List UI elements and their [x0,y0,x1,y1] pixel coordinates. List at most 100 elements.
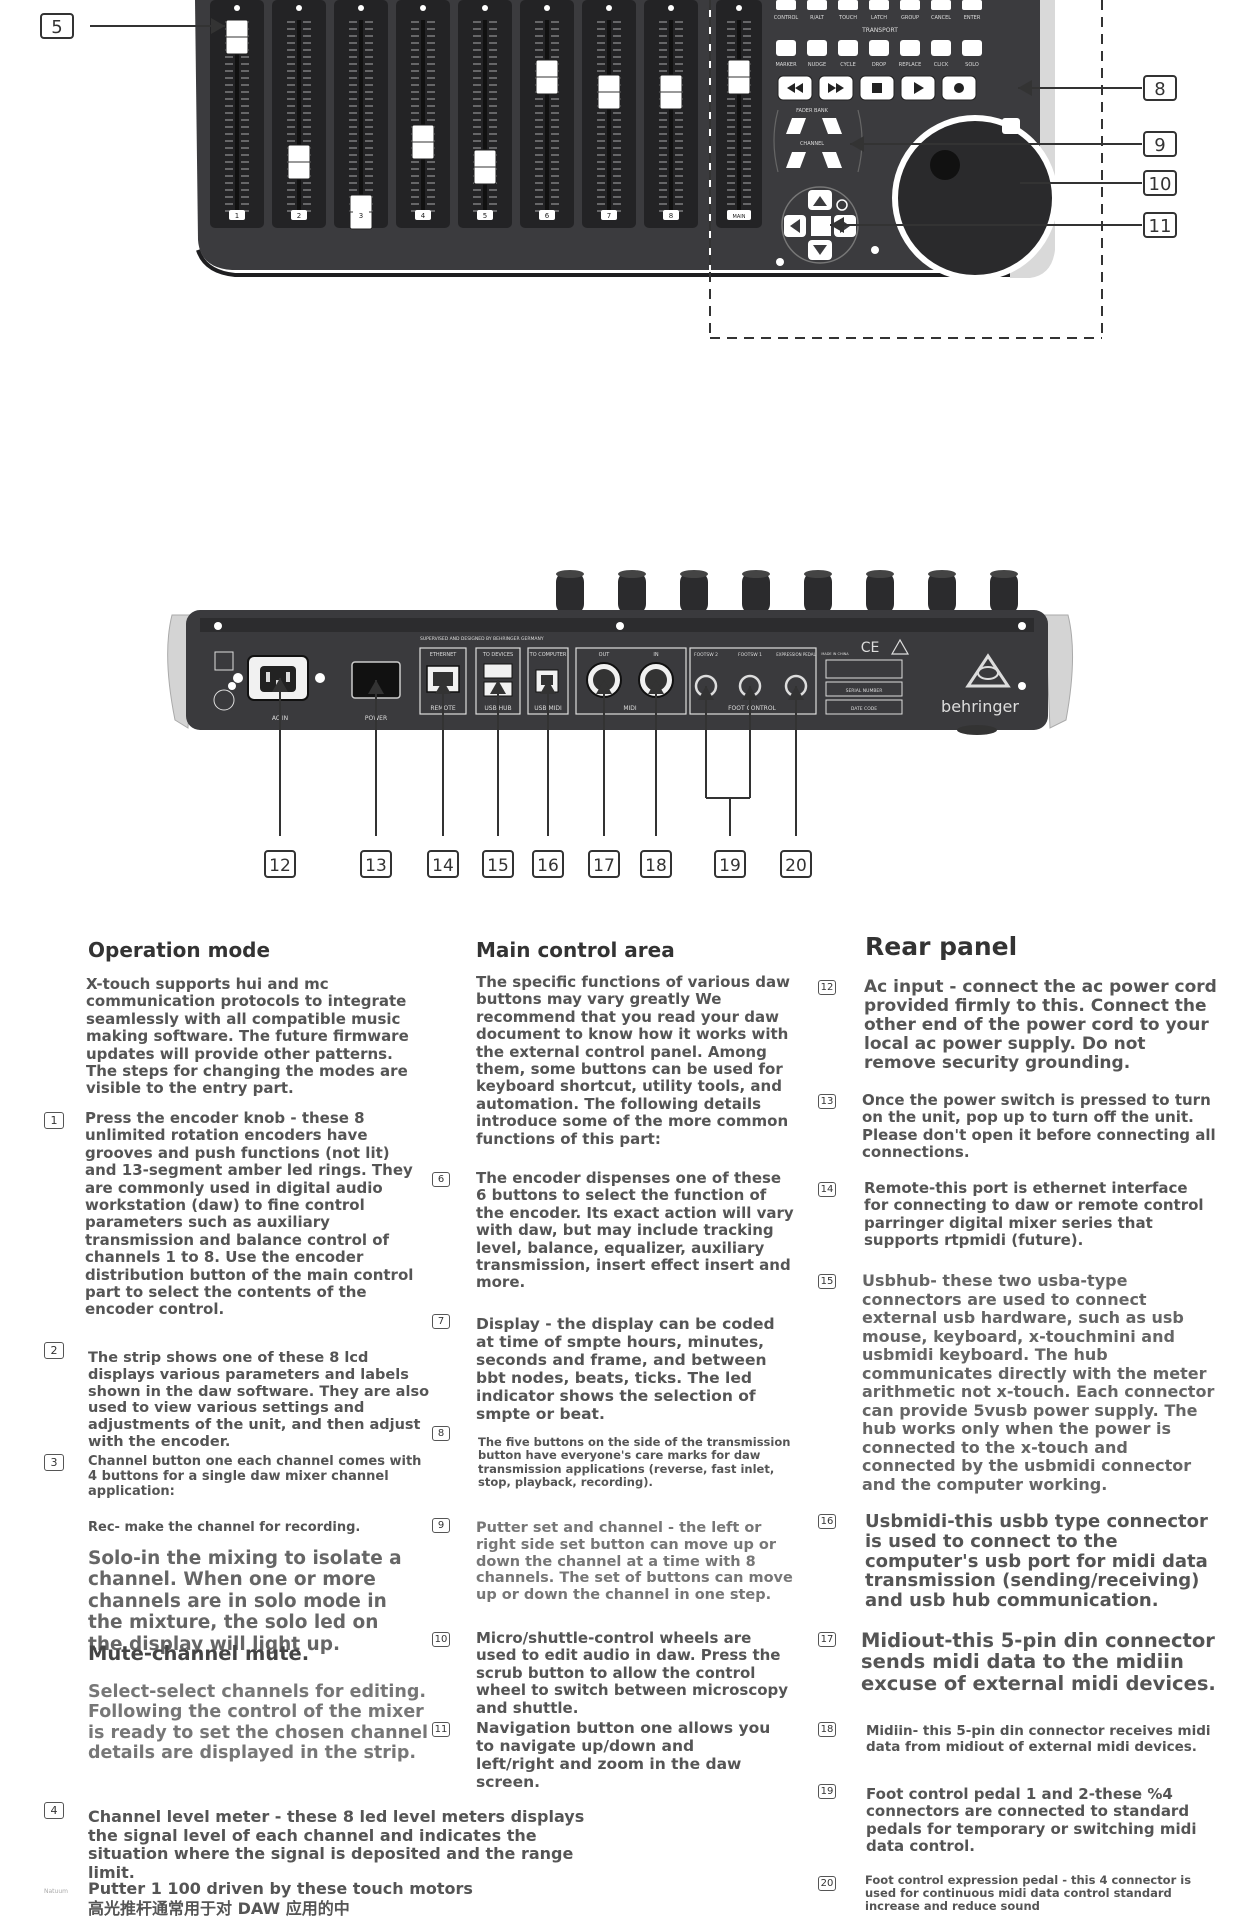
automation-button [900,0,920,10]
designed-by-label: SUPERVISED AND DESIGNED BY BEHRINGER GER… [420,636,544,642]
svg-text:CANCEL: CANCEL [931,15,951,21]
rewind-icon [787,83,803,93]
ce-mark: CE [861,640,880,656]
encoder-knob [990,572,1018,614]
behringer-wordmark: behringer [941,697,1019,716]
callout-number: 19 [719,856,741,876]
usb-hub-port-1 [483,663,513,679]
svg-text:MARKER: MARKER [775,62,797,68]
screw [214,622,222,630]
fader-bank-label: FADER BANK [796,108,829,114]
callout-number: 16 [537,856,559,876]
operation-mode-intro: X-touch supports hui and mc communicatio… [86,975,409,1098]
callout-number: 8 [1154,79,1165,100]
record-icon [954,83,964,93]
footer-cut-line: 高光推杆通常用于对 DAW 应用的中 [88,1900,350,1918]
automation-button [776,0,796,10]
callout-number: 14 [432,856,454,876]
forward-icon [828,83,844,93]
callout-box [427,850,459,878]
scrub-button [1002,118,1020,134]
callout-number: 20 [785,856,807,876]
encoder-knob [556,572,584,614]
callout-box [482,850,514,878]
channel-number-label: 2 [297,212,301,220]
play-icon [914,82,924,94]
console-rear-illustration: AC IN POWER ETHERNET TO DEVICES TO COMPU… [167,570,1074,878]
screw [1018,622,1026,630]
svg-text:TOUCH: TOUCH [838,15,857,21]
transport-function-button [931,40,951,56]
transport-function-button [776,40,796,56]
encoder-knob [742,572,770,614]
rear-panel-heading: Rear panel [865,932,1018,961]
solo-text: Solo-in the mixing to isolate a channel.… [88,1548,402,1655]
transport-function-button [900,40,920,56]
channel-number-label: 8 [669,212,673,220]
channel-label: CHANNEL [800,141,824,147]
callout-box [1143,131,1177,157]
footer-tiny-mark: Natuum [44,1888,68,1895]
svg-text:ETHERNET: ETHERNET [430,652,458,658]
transport-function-button [869,40,889,56]
callout-box [532,850,564,878]
jog-wheel-dimple [930,150,960,180]
mute-text: Mute-channel mute. [88,1642,310,1665]
callout-box [40,13,74,39]
svg-text:DROP: DROP [872,62,886,68]
svg-text:CONTROL: CONTROL [774,15,799,21]
svg-text:SERIAL NUMBER: SERIAL NUMBER [846,688,883,694]
automation-button [931,0,951,10]
footer-line: Putter 1 100 driven by these touch motor… [88,1879,473,1898]
screw [1018,682,1026,690]
svg-text:LATCH: LATCH [871,15,887,21]
main-control-heading: Main control area [476,938,675,962]
svg-text:FOOTSW 2: FOOTSW 2 [694,652,718,658]
svg-text:TO DEVICES: TO DEVICES [482,652,513,658]
callout-box [588,850,620,878]
svg-text:ENTER: ENTER [964,15,981,21]
main-control-intro: The specific functions of various daw bu… [476,973,790,1148]
callout-box [360,850,392,878]
safety-symbols [213,651,235,711]
encoder-knob [680,572,708,614]
callout-number: 11 [1149,216,1172,237]
channel-number-label: 6 [545,212,550,220]
automation-button [962,0,982,10]
svg-text:SOLO: SOLO [965,62,979,68]
bank-channel-buttons: FADER BANK CHANNEL [773,108,863,173]
callout-box [640,850,672,878]
callout-box [264,850,296,878]
encoder-knob [928,572,956,614]
transport-function-button [807,40,827,56]
label-stickers [825,659,903,715]
transport-function-button [962,40,982,56]
automation-button [807,0,827,10]
svg-text:FOOTSW 1: FOOTSW 1 [738,652,762,658]
screw [228,682,236,690]
callout-number: 10 [1149,174,1172,195]
callout-box [1143,212,1177,238]
callout-number: 15 [487,856,509,876]
svg-text:CLICK: CLICK [934,62,949,68]
channel-number-label: 5 [483,212,487,220]
channel-number-label: 7 [607,212,611,220]
encoder-knob [804,572,832,614]
callout-number: 9 [1154,135,1165,156]
callout-box [1143,75,1177,101]
transport-header-label: TRANSPORT [861,27,898,34]
stop-icon [872,83,882,93]
rear-left-cap [167,614,193,729]
svg-text:IN: IN [653,652,658,658]
svg-text:GROUP: GROUP [901,15,919,21]
callout-number: 17 [593,856,615,876]
svg-text:TO COMPUTER: TO COMPUTER [529,652,567,658]
callout-number: 12 [269,856,291,876]
callout-box [714,850,746,878]
rear-right-cap [1044,614,1074,729]
svg-text:NUDGE: NUDGE [808,62,826,68]
channel-number-label: 4 [421,212,426,220]
svg-text:OUT: OUT [599,652,611,658]
encoder-knob [866,572,894,614]
